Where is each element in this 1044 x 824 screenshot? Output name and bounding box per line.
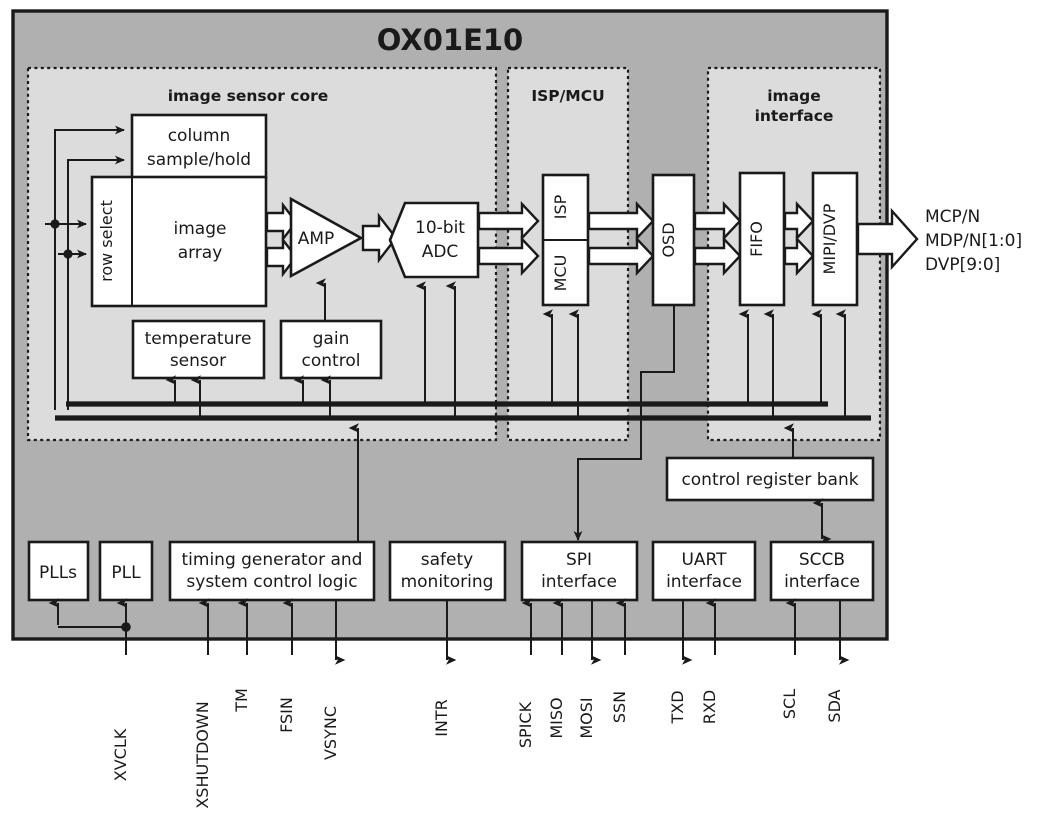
- output-label-mdp: MDP/N[1:0]: [925, 231, 1022, 251]
- block-uart-interface: [651, 540, 757, 602]
- block-label-sccb-interface-l2: interface: [784, 572, 860, 592]
- block-label-temperature-sensor-l2: sensor: [170, 351, 226, 371]
- junction-dot-row-select-1: [50, 219, 60, 229]
- block-label-column-sample-hold-l1: column: [168, 126, 231, 146]
- block-label-image-array-l2: array: [178, 243, 223, 263]
- block-label-osd: OSD: [659, 222, 678, 257]
- block-control-register-bank: [665, 456, 875, 502]
- block-safety-monitoring: [388, 540, 507, 602]
- dataflow-adc-to-isp: [477, 200, 540, 242]
- region-label-image-sensor-core: image sensor core: [168, 87, 329, 105]
- block-label-sccb-interface-l1: SCCB: [799, 550, 845, 570]
- pin-label-miso: MISO: [547, 697, 566, 738]
- region-label-image-interface-l1: image: [767, 87, 821, 105]
- block-image-array: [90, 175, 268, 308]
- block-fifo: [738, 171, 786, 307]
- dataflow-fifo-to-mipi-upper: [783, 200, 815, 242]
- block-label-amp: AMP: [298, 229, 335, 249]
- block-label-fifo: FIFO: [747, 221, 766, 257]
- dataflow-osd-to-fifo-upper: [693, 200, 742, 242]
- block-plls: [27, 540, 90, 602]
- pin-label-tm: TM: [232, 688, 251, 713]
- block-label-mipi-dvp: MIPI/DVP: [820, 203, 839, 274]
- block-timing-generator: [168, 540, 376, 602]
- region-label-image-interface-l2: interface: [755, 107, 834, 125]
- dataflow-chip-output: [856, 207, 919, 271]
- block-label-pll: PLL: [111, 563, 141, 583]
- dataflow-osd-to-fifo-lower: [693, 235, 742, 277]
- block-label-mcu: MCU: [551, 255, 570, 292]
- pin-label-rxd: RXD: [700, 690, 719, 724]
- pin-label-sda: SDA: [825, 689, 844, 722]
- block-gain-control: [279, 319, 383, 380]
- block-label-column-sample-hold-l2: sample/hold: [147, 150, 251, 170]
- output-label-dvp: DVP[9:0]: [925, 255, 1000, 275]
- block-label-plls: PLLs: [39, 563, 77, 583]
- wire-osd-to-spi-interface: [573, 306, 675, 541]
- block-adc: [388, 201, 480, 279]
- dataflow-fifo-to-mipi-lower: [783, 235, 815, 277]
- dataflow-isp-to-osd: [587, 200, 655, 242]
- wire-bus-to-column-sample-hold: [54, 125, 125, 410]
- block-sccb-interface: [769, 540, 875, 602]
- block-label-adc-l1: 10-bit: [415, 218, 465, 238]
- pin-label-xshutdown: XSHUTDOWN: [193, 701, 212, 808]
- block-label-isp: ISP: [551, 194, 570, 219]
- block-label-row-select: row select: [97, 200, 116, 282]
- block-label-gain-control-l1: gain: [313, 329, 350, 349]
- dataflow-mcu-to-osd: [587, 235, 655, 277]
- block-label-timing-generator-l2: system control logic: [186, 572, 357, 592]
- pin-label-mosi: MOSI: [577, 697, 596, 738]
- page-title: OX01E10: [377, 23, 524, 57]
- output-label-mcp: MCP/N: [925, 207, 980, 227]
- block-label-spi-interface-l1: SPI: [566, 550, 592, 570]
- pin-label-fsin: FSIN: [277, 697, 296, 733]
- dataflow-array-to-amp-upper: [265, 201, 298, 243]
- dataflow-array-to-amp-lower: [265, 236, 298, 278]
- junction-dot-row-select-2: [63, 249, 73, 259]
- block-label-safety-monitoring-l1: safety: [421, 550, 473, 570]
- block-label-safety-monitoring-l2: monitoring: [401, 572, 494, 592]
- pin-label-vsync: VSYNC: [321, 706, 340, 760]
- block-amp: [289, 196, 364, 279]
- block-column-sample-hold: [130, 113, 268, 180]
- pin-label-intr: INTR: [432, 699, 451, 737]
- wire-bus-to-column-sample-hold-2: [67, 155, 125, 410]
- pin-label-txd: TXD: [668, 690, 687, 724]
- block-label-uart-interface-l1: UART: [681, 550, 727, 570]
- block-mipi-dvp: [811, 171, 859, 307]
- region-label-isp-mcu: ISP/MCU: [531, 87, 604, 105]
- block-osd: [651, 173, 696, 307]
- block-label-timing-generator-l1: timing generator and: [182, 550, 363, 570]
- block-label-spi-interface-l2: interface: [541, 572, 617, 592]
- block-label-control-register-bank: control register bank: [681, 470, 858, 490]
- block-label-adc-l2: ADC: [422, 242, 459, 262]
- block-temperature-sensor: [131, 319, 266, 380]
- block-label-uart-interface-l2: interface: [666, 572, 742, 592]
- pin-label-scl: SCL: [780, 689, 799, 719]
- pin-label-xvclk: XVCLK: [111, 728, 130, 781]
- pin-label-spick: SPICK: [516, 701, 535, 748]
- block-label-gain-control-l2: control: [302, 351, 361, 371]
- dataflow-adc-to-mcu: [477, 235, 540, 277]
- block-spi-interface: [520, 540, 639, 602]
- pin-label-ssn: SSN: [610, 691, 629, 723]
- block-label-image-array-l1: image: [174, 219, 227, 239]
- block-label-temperature-sensor-l1: temperature: [145, 329, 252, 349]
- dataflow-amp-to-adc: [361, 212, 398, 264]
- block-pll: [98, 540, 154, 602]
